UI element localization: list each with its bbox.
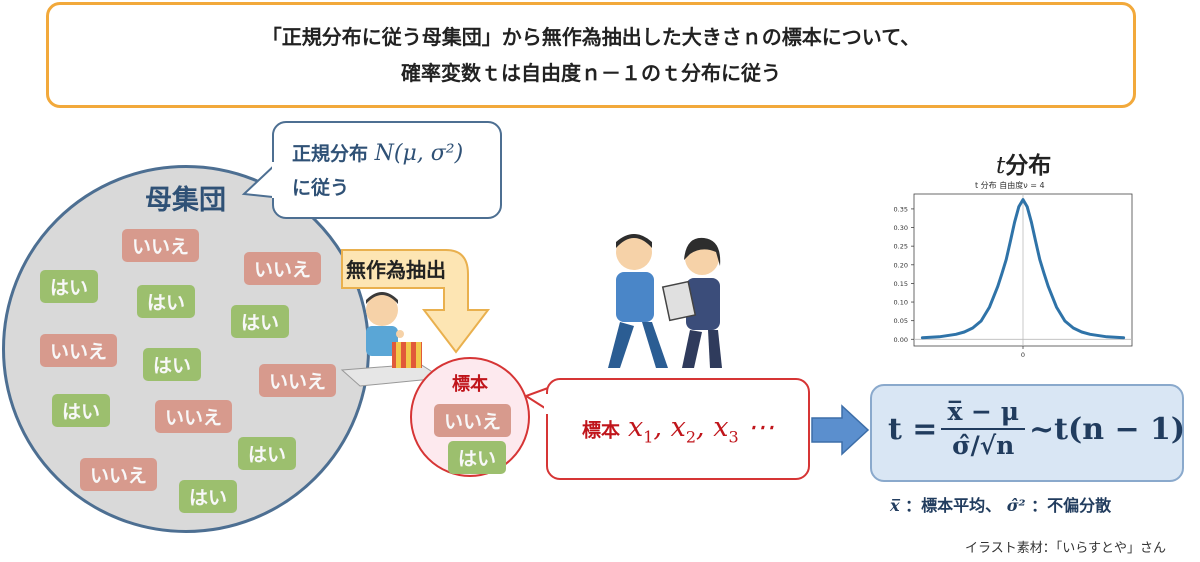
bubble-tail-cover	[272, 162, 278, 198]
formula-box	[870, 384, 1184, 482]
y-tick-label: 0.10	[894, 299, 908, 307]
population-label: 母集団	[145, 185, 226, 216]
chip-no: いいえ	[155, 400, 233, 433]
t-distribution-curve	[920, 198, 1126, 340]
bubble-text: 正規分布 N(μ, σ²) に従う	[292, 137, 463, 205]
sample-title: 標本	[452, 374, 488, 395]
formula-fraction: x̅ − μ σ̂/√n	[941, 396, 1026, 462]
sample-box-tail	[523, 387, 549, 411]
chip-yes: はい	[137, 285, 196, 318]
sample-values: 標本 x1, x2, x3 ⋯	[582, 412, 774, 446]
y-tick-label: 0.30	[894, 224, 908, 232]
formula-denominator: σ̂/√n	[952, 431, 1015, 460]
bubble-line-1: 正規分布	[292, 143, 369, 165]
sample-chip-yes: はい	[448, 441, 507, 474]
sample-box	[546, 378, 810, 480]
chip-yes: はい	[179, 480, 238, 513]
header-line-2: 確率変数ｔは自由度ｎ－１のｔ分布に従う	[401, 61, 781, 85]
chip-yes: はい	[52, 394, 111, 427]
kid-with-box-illustration	[340, 292, 444, 387]
t-symbol: t	[996, 153, 1006, 179]
speech-bubble	[272, 121, 502, 219]
chip-yes: はい	[238, 437, 297, 470]
xbar-symbol: x̅	[890, 496, 900, 515]
t-distribution-chart: 0.00 0.05 0.10 0.15 0.20 0.25 0.30 0.35 0	[894, 193, 1133, 359]
chip-yes: はい	[231, 305, 290, 338]
sample-box-label: 標本	[582, 419, 621, 442]
right-arrow	[811, 404, 870, 456]
formula-lhs: t =	[888, 411, 938, 447]
y-tick-label: 0.20	[894, 261, 908, 269]
y-tick-label: 0.00	[894, 336, 908, 344]
chip-no: いいえ	[122, 229, 200, 262]
x-tick-label: 0	[1021, 351, 1025, 359]
y-tick-label: 0.05	[894, 317, 908, 325]
formula-legend: x̅ ：標本平均、 σ̂² ：不偏分散	[890, 492, 1111, 516]
chip-yes: はい	[143, 348, 202, 381]
y-tick-label: 0.15	[894, 280, 908, 288]
random-sampling-arrow	[341, 249, 491, 354]
y-tick-label: 0.35	[894, 205, 908, 213]
header-box: 「正規分布に従う母集団」から無作為抽出した大きさｎの標本について、 確率変数ｔは…	[46, 2, 1136, 108]
header-line-1: 「正規分布に従う母集団」から無作為抽出した大きさｎの標本について、	[261, 25, 921, 49]
sigma-description: ：不偏分散	[1031, 496, 1112, 515]
people-illustration	[608, 234, 722, 368]
chart-title: t 分布 自由度ν = 4	[975, 181, 1045, 190]
formula-numerator: x̅ − μ	[941, 396, 1026, 430]
xbar-description: ：標本平均、	[905, 496, 1002, 515]
chip-no: いいえ	[40, 334, 118, 367]
t-distribution-title-text: 分布	[1005, 153, 1052, 179]
sigma-symbol: σ̂²	[1006, 496, 1026, 515]
random-sampling-label: 無作為抽出	[346, 258, 446, 282]
chip-no: いいえ	[259, 364, 337, 397]
bubble-line-2: に従う	[292, 177, 350, 199]
normal-dist-symbol: N(μ, σ²)	[374, 141, 464, 166]
chip-yes: はい	[40, 270, 99, 303]
formula-rhs: ~t(n − 1)	[1029, 411, 1186, 447]
sample-box-tail-cover	[544, 394, 550, 414]
chip-no: いいえ	[80, 458, 158, 491]
sample-x-values: x1, x2, x3 ⋯	[628, 412, 775, 447]
y-tick-label: 0.25	[894, 243, 908, 251]
sample-chip-no: いいえ	[434, 404, 512, 437]
t-statistic-formula: t = x̅ − μ σ̂/√n ~t(n − 1)	[888, 396, 1185, 462]
chip-no: いいえ	[244, 252, 322, 285]
illustration-credit: イラスト素材：「いらすとや」さん	[965, 541, 1166, 556]
t-distribution-title: t分布	[996, 146, 1051, 180]
